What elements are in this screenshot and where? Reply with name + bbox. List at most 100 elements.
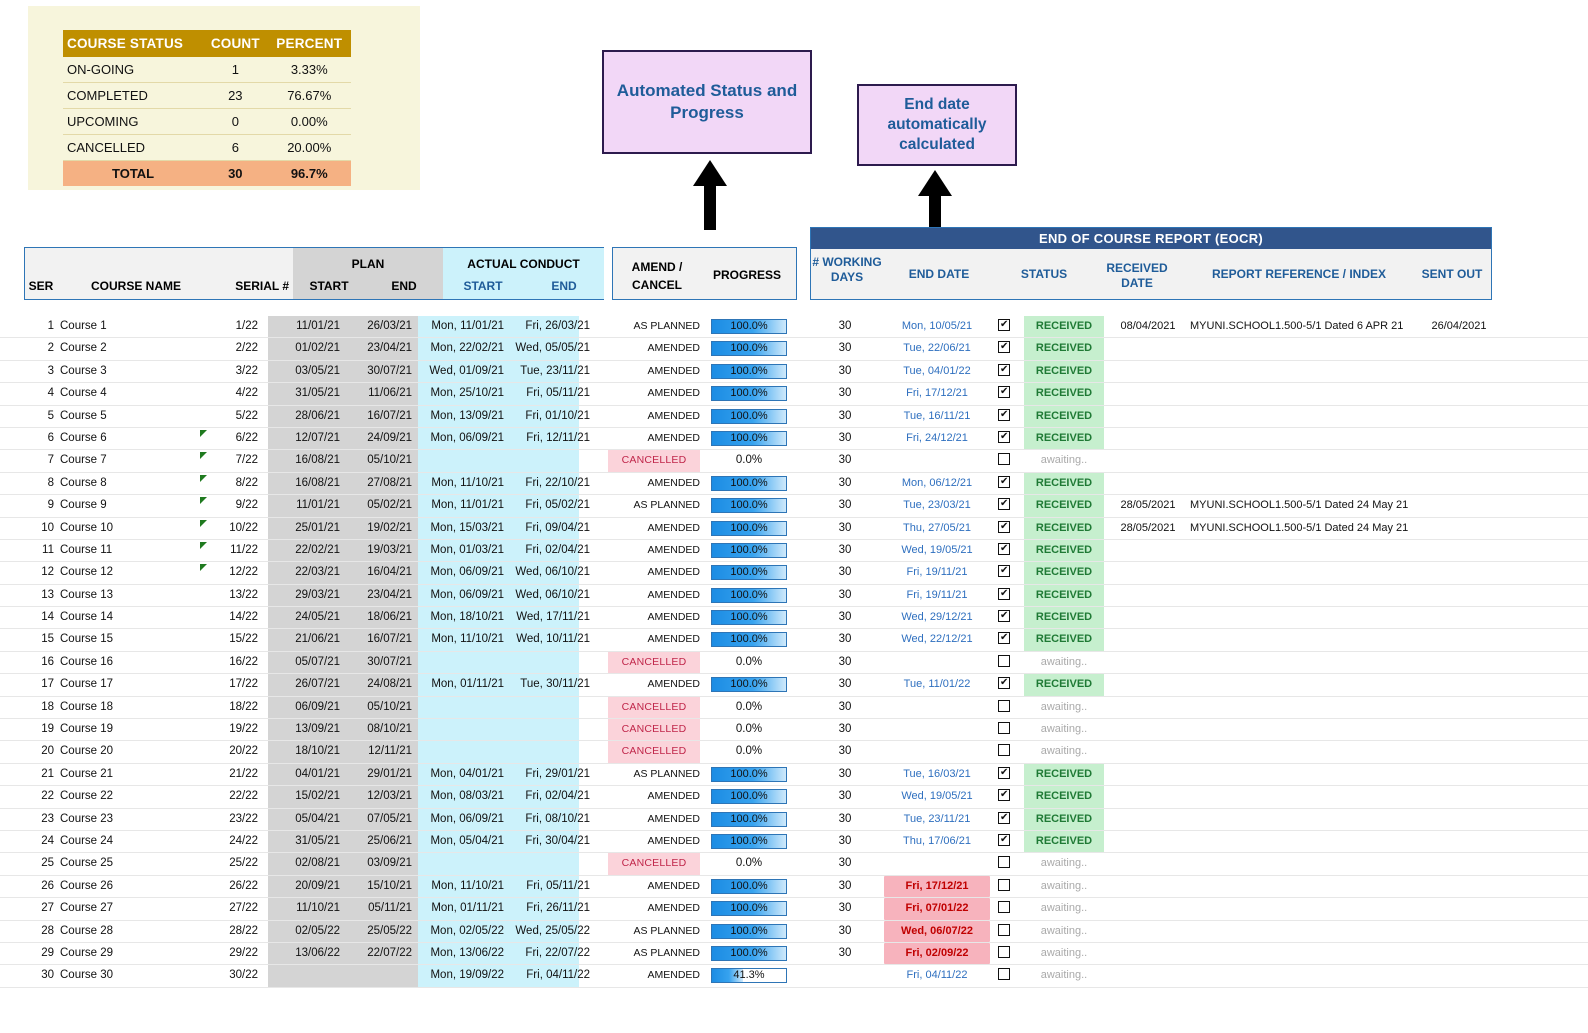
checkbox-icon[interactable] [998,363,1010,376]
cell-actual-end[interactable]: Fri, 05/11/21 [526,387,590,400]
cell-actual-end[interactable]: Tue, 30/11/21 [520,678,590,691]
cell-received-checkbox[interactable] [990,741,1018,762]
checkbox-icon[interactable] [998,766,1010,779]
cell-received-checkbox[interactable] [990,898,1018,919]
cell-course-name[interactable]: Course 5 [60,409,107,422]
comment-flag-icon[interactable] [200,519,207,527]
cell-report-reference[interactable] [1190,697,1416,718]
cell-received-date[interactable] [1108,719,1188,740]
cell-plan-start[interactable]: 24/05/21 [295,611,340,624]
cell-received-date[interactable] [1108,786,1188,807]
cell-received-date[interactable] [1108,338,1188,359]
cell-plan-start[interactable]: 15/02/21 [295,790,340,803]
cell-course-name[interactable]: Course 1 [60,320,107,332]
cell-report-reference[interactable] [1190,450,1416,471]
cell-course-name[interactable]: Course 24 [60,834,114,847]
cell-sent-out[interactable] [1418,965,1500,986]
cell-received-checkbox[interactable] [990,540,1018,561]
cell-plan-end[interactable]: 25/05/22 [367,924,412,937]
cell-received-date[interactable] [1108,652,1188,673]
cell-received-date[interactable] [1108,406,1188,427]
cell-actual-end[interactable]: Fri, 08/10/21 [525,812,590,825]
checkbox-icon[interactable] [998,386,1010,399]
cell-received-checkbox[interactable] [990,562,1018,583]
cell-sent-out[interactable] [1418,338,1500,359]
cell-received-checkbox[interactable] [990,428,1018,449]
cell-sent-out[interactable] [1418,674,1500,695]
cell-received-date[interactable] [1108,629,1188,650]
cell-sent-out[interactable] [1418,585,1500,606]
cell-received-date[interactable] [1108,921,1188,942]
checkbox-icon[interactable] [998,968,1010,981]
cell-received-checkbox[interactable] [990,338,1018,359]
cell-actual-start[interactable]: Mon, 02/05/22 [430,924,504,937]
cell-plan-end[interactable]: 25/06/21 [367,834,412,847]
cell-sent-out[interactable] [1418,741,1500,762]
cell-plan-end[interactable]: 12/03/21 [367,790,412,803]
cell-actual-end[interactable] [508,450,590,471]
cell-plan-start[interactable]: 11/10/21 [296,902,340,915]
cell-received-checkbox[interactable] [990,697,1018,718]
comment-flag-icon[interactable] [200,474,207,482]
checkbox-icon[interactable] [998,408,1010,421]
checkbox-icon[interactable] [998,901,1010,914]
cell-actual-start[interactable] [422,697,504,718]
cell-actual-start[interactable]: Mon, 11/10/21 [431,476,504,489]
cell-report-reference[interactable] [1190,921,1416,942]
cell-received-checkbox[interactable] [990,629,1018,650]
cell-plan-start[interactable]: 02/08/21 [295,857,340,870]
cell-plan-end[interactable]: 12/11/21 [368,745,412,758]
cell-received-date[interactable] [1108,383,1188,404]
cell-actual-start[interactable]: Mon, 13/06/22 [430,946,504,959]
cell-sent-out[interactable] [1418,383,1500,404]
cell-actual-start[interactable]: Mon, 06/09/21 [430,812,504,825]
cell-plan-start[interactable]: 20/09/21 [295,879,340,892]
cell-plan-start[interactable]: 11/01/21 [296,499,340,512]
cell-plan-end[interactable]: 08/10/21 [367,723,412,736]
cell-sent-out[interactable] [1418,540,1500,561]
cell-received-checkbox[interactable] [990,585,1018,606]
cell-received-date[interactable] [1108,876,1188,897]
checkbox-icon[interactable] [998,430,1010,443]
cell-report-reference[interactable]: MYUNI.SCHOOL1.500-5/1 Dated 24 May 21 [1190,499,1409,512]
cell-plan-end[interactable]: 30/07/21 [367,655,412,668]
cell-sent-out[interactable] [1418,607,1500,628]
cell-plan-start[interactable]: 22/03/21 [295,566,340,579]
cell-course-name[interactable]: Course 23 [60,812,114,825]
cell-actual-start[interactable]: Mon, 01/11/21 [431,678,504,691]
cell-actual-start[interactable]: Mon, 05/04/21 [430,834,504,847]
cell-sent-out[interactable] [1418,831,1500,852]
cell-plan-end[interactable]: 19/02/21 [367,521,412,534]
cell-sent-out[interactable] [1418,361,1500,382]
cell-sent-out[interactable] [1418,898,1500,919]
cell-report-reference[interactable] [1190,741,1416,762]
cell-sent-out[interactable] [1418,764,1500,785]
cell-actual-end[interactable]: Fri, 02/04/21 [525,790,590,803]
checkbox-icon[interactable] [998,587,1010,600]
cell-report-reference[interactable] [1190,540,1416,561]
cell-actual-end[interactable]: Wed, 06/10/21 [515,588,590,601]
cell-received-checkbox[interactable] [990,361,1018,382]
cell-actual-start[interactable]: Mon, 01/03/21 [430,543,504,556]
cell-plan-end[interactable]: 16/07/21 [367,633,412,646]
cell-plan-end[interactable]: 22/07/22 [367,946,412,959]
cell-actual-start[interactable]: Mon, 11/10/21 [431,879,504,892]
cell-course-name[interactable]: Course 29 [60,946,114,959]
checkbox-icon[interactable] [998,811,1010,824]
checkbox-icon[interactable] [998,789,1010,802]
cell-report-reference[interactable] [1190,674,1416,695]
cell-course-name[interactable]: Course 14 [60,611,114,624]
cell-actual-start[interactable]: Mon, 22/02/21 [430,342,504,355]
cell-plan-start[interactable]: 05/07/21 [295,655,340,668]
cell-plan-start[interactable]: 12/07/21 [295,431,340,444]
cell-actual-end[interactable]: Fri, 12/11/21 [526,431,590,444]
cell-course-name[interactable]: Course 22 [60,790,114,803]
